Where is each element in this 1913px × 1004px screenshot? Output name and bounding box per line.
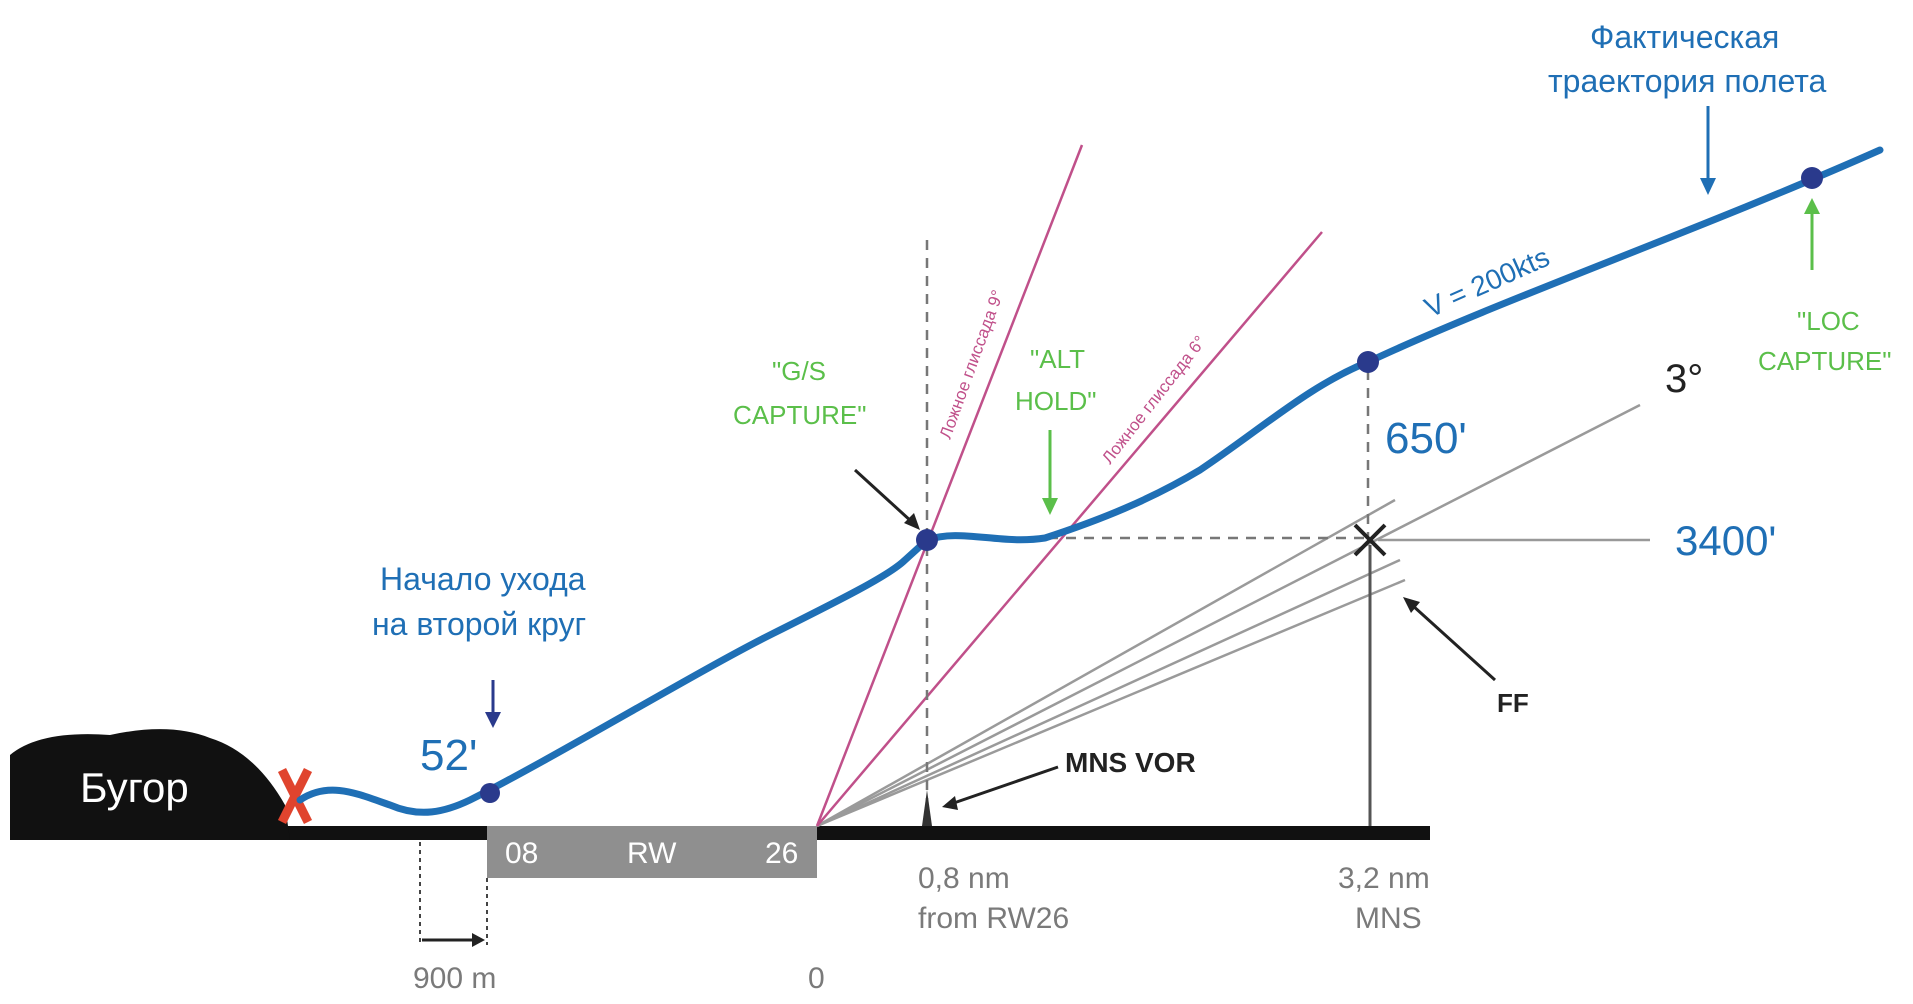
alt-3400-label: 3400' <box>1675 517 1776 564</box>
alt-hold-arrowhead <box>1042 498 1058 515</box>
ff-cross-icon <box>1353 523 1387 557</box>
ff-arrow <box>1410 603 1497 682</box>
alt-hold-label-2: HOLD" <box>1015 386 1096 416</box>
false-glide-9 <box>815 144 1084 827</box>
dist-08nm-sub: from RW26 <box>918 902 1069 935</box>
crash-mark-icon <box>277 767 313 825</box>
alt-hold-label-1: "ALT <box>1030 344 1085 374</box>
vor-arrow <box>947 765 1059 807</box>
flight-path <box>296 146 1884 816</box>
vor-label: MNS VOR <box>1065 747 1196 778</box>
go-around-arrowhead <box>485 712 501 728</box>
glide-lines <box>816 403 1641 828</box>
actual-path-arrowhead <box>1700 178 1716 195</box>
runway <box>487 826 817 878</box>
gs-capture-arrowhead <box>904 513 920 530</box>
false-glide-6-label: Ложное глиссада 6° <box>1098 332 1210 467</box>
runway-08-label: 08 <box>505 837 538 870</box>
zero-label: 0 <box>808 962 825 995</box>
glide-angle-label: 3° <box>1665 357 1703 401</box>
vor-icon <box>922 790 932 826</box>
go-around-label-2: на второй круг <box>372 606 586 642</box>
runway-rw-label: RW <box>627 837 677 870</box>
dim-900m-arrowhead <box>472 933 485 947</box>
dist-32nm-sub: MNS <box>1355 902 1422 935</box>
loc-capture-arrowhead <box>1804 198 1820 214</box>
gs-capture-label-2: CAPTURE" <box>733 400 866 430</box>
gs-capture-arrow <box>853 468 914 524</box>
dist-32nm-label: 3,2 nm <box>1338 862 1430 895</box>
point-650 <box>1357 351 1379 373</box>
point-gs-capture <box>916 529 938 551</box>
ff-arrowhead <box>1403 597 1420 613</box>
vor-arrowhead <box>942 796 958 810</box>
dist-08nm-label: 0,8 nm <box>918 862 1010 895</box>
hill-label: Бугор <box>80 764 189 811</box>
dim-900m-label: 900 m <box>413 962 496 995</box>
loc-capture-label-2: CAPTURE" <box>1758 346 1891 376</box>
alt-52-label: 52' <box>420 731 477 780</box>
point-52 <box>480 783 500 803</box>
actual-path-label-1: Фактическая <box>1590 19 1779 55</box>
hill-terrain <box>10 729 290 840</box>
actual-path-label-2: траектория полета <box>1548 63 1827 99</box>
point-loc-capture <box>1801 167 1823 189</box>
runway-26-label: 26 <box>765 837 798 870</box>
loc-capture-label-1: "LOC <box>1797 306 1860 336</box>
alt-650-label: 650' <box>1385 414 1467 463</box>
gs-capture-label-1: "G/S <box>772 356 826 386</box>
go-around-label-1: Начало ухода <box>380 561 586 597</box>
ff-label: FF <box>1497 688 1529 718</box>
